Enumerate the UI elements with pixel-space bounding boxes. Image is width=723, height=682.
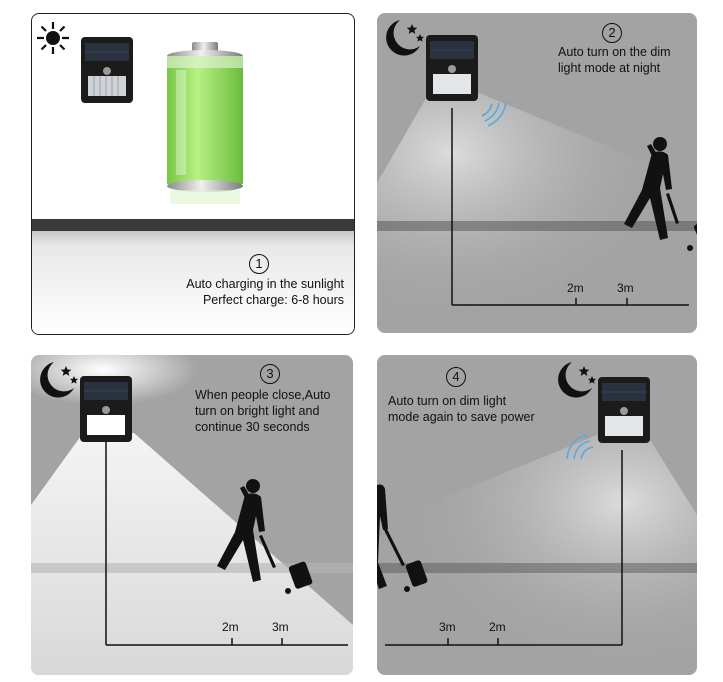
step-4-line-2: mode again to save power: [388, 410, 535, 424]
distance-label: 2m: [567, 281, 584, 295]
distance-label: 2m: [222, 620, 239, 634]
panel-step-1: 1 Auto charging in the sunlight Perfect …: [31, 13, 355, 335]
step-4-description: Auto turn on dim light mode again to sav…: [388, 393, 535, 425]
sensor-signal-icon: [481, 101, 507, 127]
step-3-description: When people close,Auto turn on bright li…: [195, 387, 331, 435]
solar-lamp: [426, 35, 478, 101]
step-number-1: 1: [249, 254, 269, 274]
sun-icon: [37, 22, 69, 54]
step-3-line-2: turn on bright light and: [195, 404, 320, 418]
step-1-line-1: Auto charging in the sunlight: [186, 277, 344, 291]
panel-step-2: 2 Auto turn on the dim light mode at nig…: [377, 13, 697, 333]
step-number-3: 3: [260, 364, 280, 384]
solar-lamp: [80, 376, 132, 442]
battery-icon: [167, 42, 243, 204]
distance-label: 2m: [489, 620, 506, 634]
step-2-description: Auto turn on the dim light mode at night: [558, 44, 671, 76]
panel-step-3: 3 When people close,Auto turn on bright …: [31, 355, 353, 675]
step-number-2: 2: [602, 23, 622, 43]
step-1-line-2: Perfect charge: 6-8 hours: [202, 293, 344, 307]
step-3-line-3: continue 30 seconds: [195, 420, 310, 434]
moon-stars-icon: [558, 362, 597, 398]
panel-4-scene: [377, 434, 697, 675]
walking-person-icon: [624, 137, 697, 251]
moon-stars-icon: [40, 362, 79, 398]
distance-label: 3m: [272, 620, 289, 634]
step-3-line-1: When people close,Auto: [195, 388, 331, 402]
panel-2-scene: [377, 93, 697, 333]
panel-step-4: 4 Auto turn on dim light mode again to s…: [377, 355, 697, 675]
moon-stars-icon: [386, 20, 425, 56]
step-number-4: 4: [446, 367, 466, 387]
step-1-description: Auto charging in the sunlight Perfect ch…: [186, 276, 344, 308]
walking-person-icon: [217, 479, 313, 594]
solar-lamp: [598, 377, 650, 443]
sensor-signal-icon: [566, 434, 594, 460]
step-2-line-1: Auto turn on the dim: [558, 45, 671, 59]
panel-1-scene: [32, 219, 354, 334]
distance-label: 3m: [439, 620, 456, 634]
step-4-line-1: Auto turn on dim light: [388, 394, 507, 408]
walking-person-icon: [377, 484, 428, 592]
step-2-line-2: light mode at night: [558, 61, 661, 75]
distance-label: 3m: [617, 281, 634, 295]
solar-lamp: [81, 37, 133, 103]
